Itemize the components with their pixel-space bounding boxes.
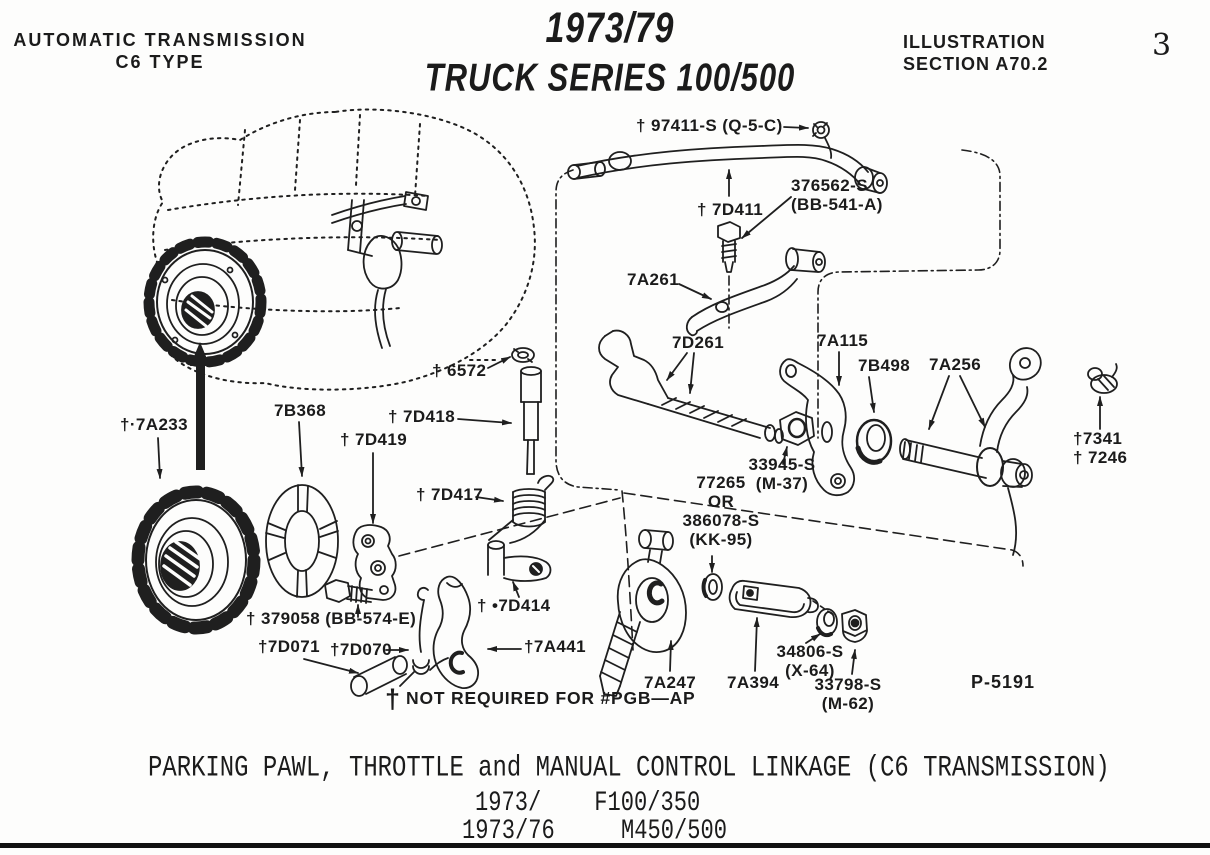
spring-7D070 xyxy=(399,586,449,687)
part-label: †7D070 xyxy=(330,640,392,659)
caption-models-line2: 1973/76 M450/500 xyxy=(462,816,728,848)
part-label: 77265 OR 386078-S (KK-95) xyxy=(682,473,760,550)
pin-7D071 xyxy=(350,655,408,697)
part-label: 7B498 xyxy=(858,356,911,375)
shaft-7A256 xyxy=(899,347,1042,556)
part-label: 7A261 xyxy=(627,270,680,289)
header-left-line2: C6 TYPE xyxy=(115,51,205,72)
centerlines xyxy=(555,149,1001,491)
washer-7B498 xyxy=(855,418,893,465)
part-label: 7D261 xyxy=(672,333,725,352)
header-title-years: 1973/79 xyxy=(545,3,675,52)
nut-33798 xyxy=(841,609,868,643)
part-label: 7A115 xyxy=(817,331,869,350)
part-label: †7D071 xyxy=(258,637,320,656)
washer-KK95 xyxy=(701,573,723,601)
footnote-text: NOT REQUIRED FOR #PGB—AP xyxy=(406,688,696,708)
lever-7A261 xyxy=(685,247,826,337)
header-right-line1: ILLUSTRATION xyxy=(903,32,1046,52)
locating-arrow xyxy=(190,342,210,470)
pawl-7A441 xyxy=(432,575,480,689)
part-label: † 7D419 xyxy=(340,430,408,449)
part-label: 7A394 xyxy=(727,673,780,692)
part-label: †7341 † 7246 xyxy=(1073,429,1128,468)
bolt-379058 xyxy=(324,579,373,604)
header-left-line1: AUTOMATIC TRANSMISSION xyxy=(13,30,307,50)
part-label: 33945-S (M-37) xyxy=(748,455,816,494)
case-linkage-detail xyxy=(331,191,443,349)
part-label: 7A256 xyxy=(929,355,982,374)
part-label: †7A441 xyxy=(524,637,586,656)
part-label: 7A247 xyxy=(644,673,697,692)
leader-arrows xyxy=(156,124,1103,675)
nut-33945 xyxy=(779,411,815,446)
disc-7B368 xyxy=(265,484,339,598)
dagger-icon: † xyxy=(385,684,401,714)
link-7D414 xyxy=(487,540,552,582)
header-left: AUTOMATIC TRANSMISSION C6 TYPE xyxy=(10,30,310,74)
caption-title: PARKING PAWL, THROTTLE and MANUAL CONTRO… xyxy=(148,750,1110,785)
part-label: † 7D418 xyxy=(388,407,456,426)
part-label: † 97411-S (Q-5-C) xyxy=(636,116,783,135)
shaft-7D261 xyxy=(598,329,784,444)
header-title-series: TRUCK SERIES 100/500 xyxy=(424,54,796,99)
page-number: 3 xyxy=(1152,28,1172,63)
lever-7A115 xyxy=(779,358,855,497)
header-right: ILLUSTRATION SECTION A70.2 xyxy=(903,32,1103,76)
page-divider xyxy=(0,843,1210,848)
part-label: 7B368 xyxy=(274,401,327,420)
plate-number: P-5191 xyxy=(971,672,1036,692)
part-label: † 7D411 xyxy=(697,200,764,219)
part-label: 33798-S (M-62) xyxy=(814,675,882,714)
part-label: † 6572 xyxy=(432,361,487,380)
part-label: †·7A233 xyxy=(120,415,189,434)
retainer-clip xyxy=(812,121,833,159)
part-label: † 7D417 xyxy=(416,485,484,504)
footnote: †NOT REQUIRED FOR #PGB—AP xyxy=(385,684,696,715)
gear-7A233 xyxy=(131,485,261,635)
part-label: 376562-S (BB-541-A) xyxy=(791,176,883,215)
header-title: 1973/79 TRUCK SERIES 100/500 xyxy=(413,2,808,101)
part-label: † •7D414 xyxy=(477,596,551,615)
part-label: † 379058 (BB-574-E) xyxy=(246,609,417,628)
pin-7D418 xyxy=(520,366,542,475)
caption-models-line1: 1973/ F100/350 xyxy=(475,788,701,820)
cable-7A247 xyxy=(599,529,687,697)
lever-7A394 xyxy=(728,579,819,619)
header-right-line2: SECTION A70.2 xyxy=(903,53,1049,74)
bolt-376562 xyxy=(717,221,741,273)
grease-fitting xyxy=(1087,363,1118,394)
governor-gear-in-case xyxy=(143,236,267,368)
bracket-7D419 xyxy=(352,524,397,601)
clip-6572 xyxy=(511,347,535,363)
washer-34806 xyxy=(816,608,838,638)
spring-7D417 xyxy=(488,474,555,544)
part-label: 34806-S (X-64) xyxy=(776,642,844,681)
